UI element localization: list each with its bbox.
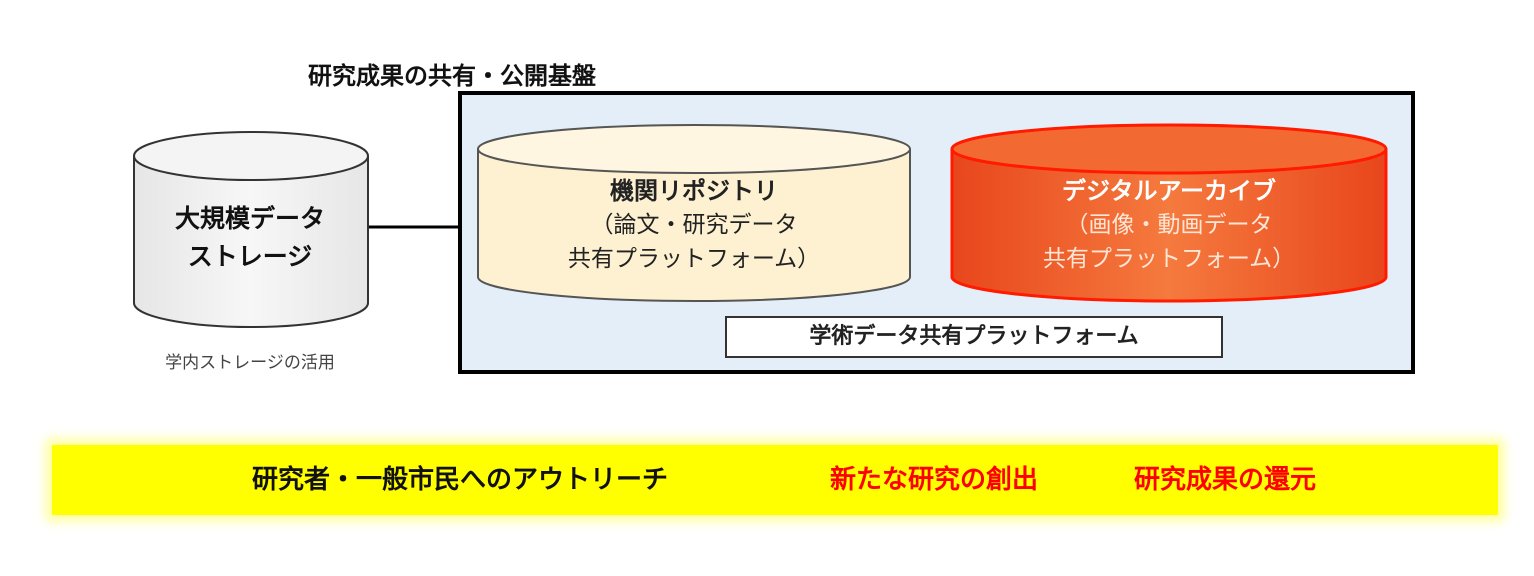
outreach-banner: 研究者・一般市民へのアウトリーチ 新たな研究の創出 研究成果の還元 (52, 445, 1498, 515)
repository-title: 機関リポジトリ (610, 177, 778, 205)
platform-title: 研究成果の共有・公開基盤 (308, 62, 596, 90)
storage-cylinder (133, 131, 369, 328)
repository-cylinder (477, 124, 911, 302)
archive-cylinder (950, 123, 1388, 303)
repository-label: 機関リポジトリ （論文・研究データ 共有プラットフォーム） (478, 174, 910, 276)
archive-title: デジタルアーカイブ (1061, 177, 1277, 205)
archive-subtitle-line2: 共有プラットフォーム） (1042, 246, 1296, 272)
repository-subtitle-line1: （論文・研究データ (590, 212, 798, 238)
archive-subtitle-line1: （画像・動画データ (1065, 212, 1273, 238)
repository-subtitle-line2: 共有プラットフォーム） (567, 246, 821, 272)
archive-label: デジタルアーカイブ （画像・動画データ 共有プラットフォーム） (952, 174, 1386, 276)
shared-platform-box: 学術データ共有プラットフォーム (725, 316, 1223, 358)
banner-creation-text: 新たな研究の創出 (830, 465, 1039, 495)
storage-label-line2: ストレージ (187, 242, 313, 271)
storage-label: 大規模データ ストレージ (150, 200, 350, 276)
banner-outreach-text: 研究者・一般市民へのアウトリーチ (252, 465, 669, 495)
storage-label-line1: 大規模データ (174, 204, 325, 233)
storage-caption: 学内ストレージの活用 (165, 353, 335, 373)
banner-return-text: 研究成果の還元 (1134, 465, 1317, 495)
